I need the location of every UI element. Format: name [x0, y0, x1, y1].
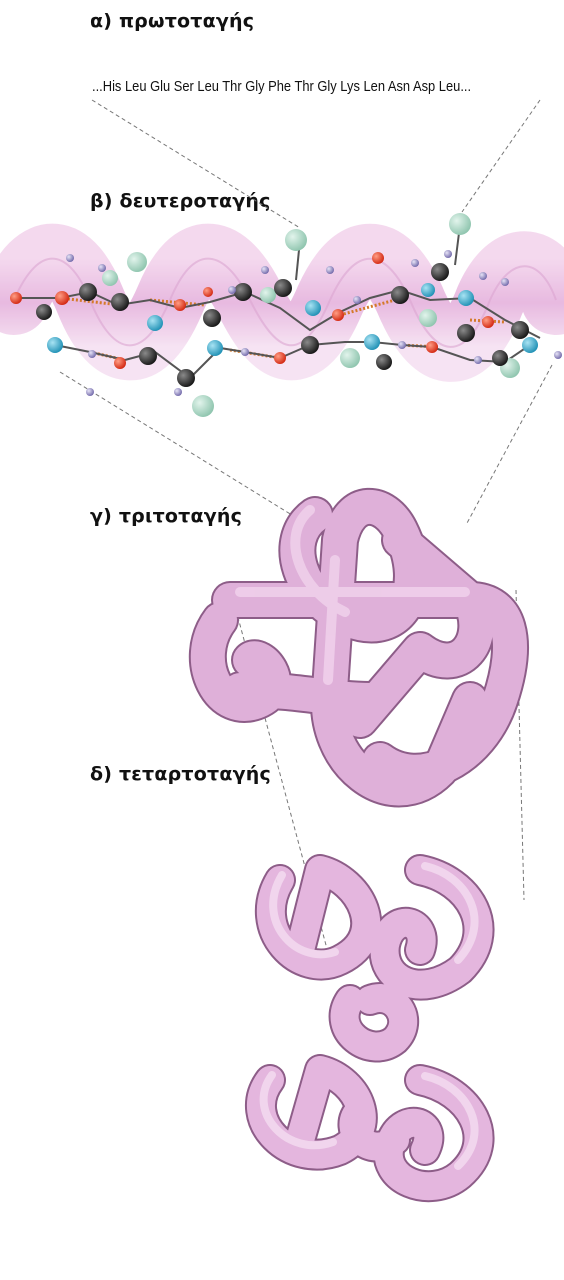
- quaternary-protein-complex: [261, 866, 479, 1186]
- tertiary-protein-fold: [208, 507, 510, 789]
